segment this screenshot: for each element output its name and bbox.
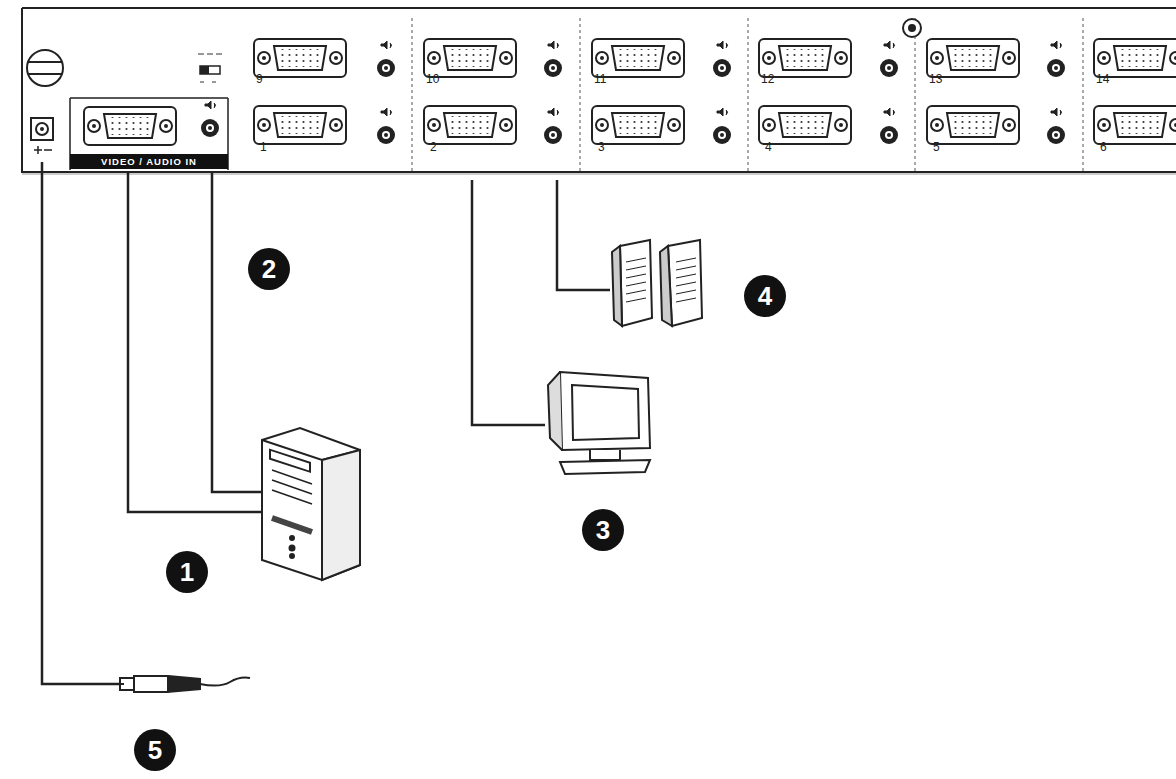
port-number: 14	[1096, 72, 1109, 86]
vga-port	[759, 106, 851, 144]
audio-jack	[713, 41, 731, 77]
port-number: 3	[598, 140, 605, 154]
vga-port	[759, 39, 851, 77]
vga-port	[424, 39, 516, 77]
audio-jack	[1047, 108, 1065, 144]
vga-port	[254, 106, 346, 144]
vga-port	[592, 39, 684, 77]
port-number: 13	[929, 72, 942, 86]
port-number: 5	[933, 140, 940, 154]
audio-jack	[377, 108, 395, 144]
callout-number: 5	[134, 729, 176, 771]
port-number: 10	[426, 72, 439, 86]
port-number: 4	[765, 140, 772, 154]
audio-jack	[544, 41, 562, 77]
vga-port	[1094, 39, 1176, 77]
callout-number: 3	[582, 509, 624, 551]
audio-jack	[544, 108, 562, 144]
vga-port	[592, 106, 684, 144]
audio-jack	[880, 41, 898, 77]
audio-jack	[880, 108, 898, 144]
port-number: 6	[1100, 140, 1107, 154]
callout-number: 1	[166, 551, 208, 593]
panel-label: VIDEO / AUDIO IN	[70, 154, 228, 169]
port-number: 12	[761, 72, 774, 86]
port-number: 2	[430, 140, 437, 154]
port-number: 1	[260, 140, 267, 154]
audio-jack	[713, 108, 731, 144]
audio-jack	[377, 41, 395, 77]
vga-port	[927, 106, 1019, 144]
audio-jack	[1047, 41, 1065, 77]
vga-port	[1094, 106, 1176, 144]
vga-port	[927, 39, 1019, 77]
port-number: 9	[256, 72, 263, 86]
callout-number: 2	[248, 248, 290, 290]
port-number: 11	[594, 72, 606, 86]
vga-port	[424, 106, 516, 144]
callout-number: 4	[744, 275, 786, 317]
vga-port	[254, 39, 346, 77]
